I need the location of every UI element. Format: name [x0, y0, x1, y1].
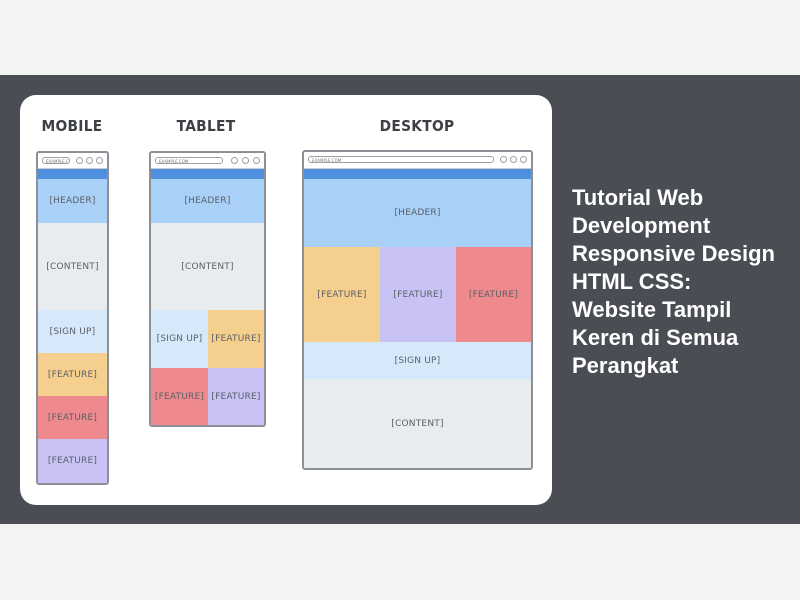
- feature-block: [FEATURE]: [38, 439, 107, 483]
- tablet-frame: EXAMPLE.COM [HEADER] [CONTENT] [SIGN UP]…: [149, 151, 266, 427]
- mobile-frame: EXAMPLE.COM [HEADER] [CONTENT] [SIGN UP]…: [36, 151, 109, 485]
- feature-block: [FEATURE]: [151, 368, 208, 425]
- window-button-icon: [500, 156, 507, 163]
- signup-block: [SIGN UP]: [38, 310, 107, 353]
- desktop-frame: EXAMPLE.COM [HEADER] [FEATURE] [FEATURE]…: [302, 150, 533, 470]
- browser-chrome: EXAMPLE.COM: [151, 153, 264, 169]
- article-title: Tutorial Web Development Responsive Desi…: [572, 185, 775, 378]
- header-block: [HEADER]: [304, 179, 531, 247]
- responsive-illustration: MOBILE EXAMPLE.COM [HEADER] [CONTENT] [S…: [20, 95, 552, 505]
- tablet-label: TABLET: [176, 117, 236, 135]
- feature-block: [FEATURE]: [38, 396, 107, 439]
- top-strip: [151, 169, 264, 179]
- window-button-icon: [76, 157, 83, 164]
- feature-block: [FEATURE]: [304, 247, 380, 342]
- content-block: [CONTENT]: [151, 223, 264, 310]
- window-button-icon: [96, 157, 103, 164]
- browser-chrome: EXAMPLE.COM: [38, 153, 107, 169]
- browser-chrome: EXAMPLE.COM: [304, 152, 531, 169]
- url-bar: EXAMPLE.COM: [308, 156, 494, 163]
- header-block: [HEADER]: [151, 179, 264, 223]
- window-button-icon: [253, 157, 260, 164]
- window-button-icon: [86, 157, 93, 164]
- feature-block: [FEATURE]: [38, 353, 107, 396]
- feature-block: [FEATURE]: [380, 247, 456, 342]
- window-button-icon: [231, 157, 238, 164]
- url-bar: EXAMPLE.COM: [42, 157, 70, 164]
- feature-block: [FEATURE]: [208, 310, 264, 368]
- header-block: [HEADER]: [38, 179, 107, 223]
- top-strip: [304, 169, 531, 179]
- content-block: [CONTENT]: [304, 379, 531, 468]
- desktop-label: DESKTOP: [379, 117, 455, 135]
- content-block: [CONTENT]: [38, 223, 107, 310]
- top-strip: [38, 169, 107, 179]
- window-button-icon: [242, 157, 249, 164]
- mobile-label: MOBILE: [41, 117, 103, 135]
- window-button-icon: [520, 156, 527, 163]
- signup-block: [SIGN UP]: [151, 310, 208, 368]
- signup-block: [SIGN UP]: [304, 342, 531, 379]
- window-button-icon: [510, 156, 517, 163]
- url-bar: EXAMPLE.COM: [155, 157, 223, 164]
- feature-block: [FEATURE]: [456, 247, 531, 342]
- feature-block: [FEATURE]: [208, 368, 264, 425]
